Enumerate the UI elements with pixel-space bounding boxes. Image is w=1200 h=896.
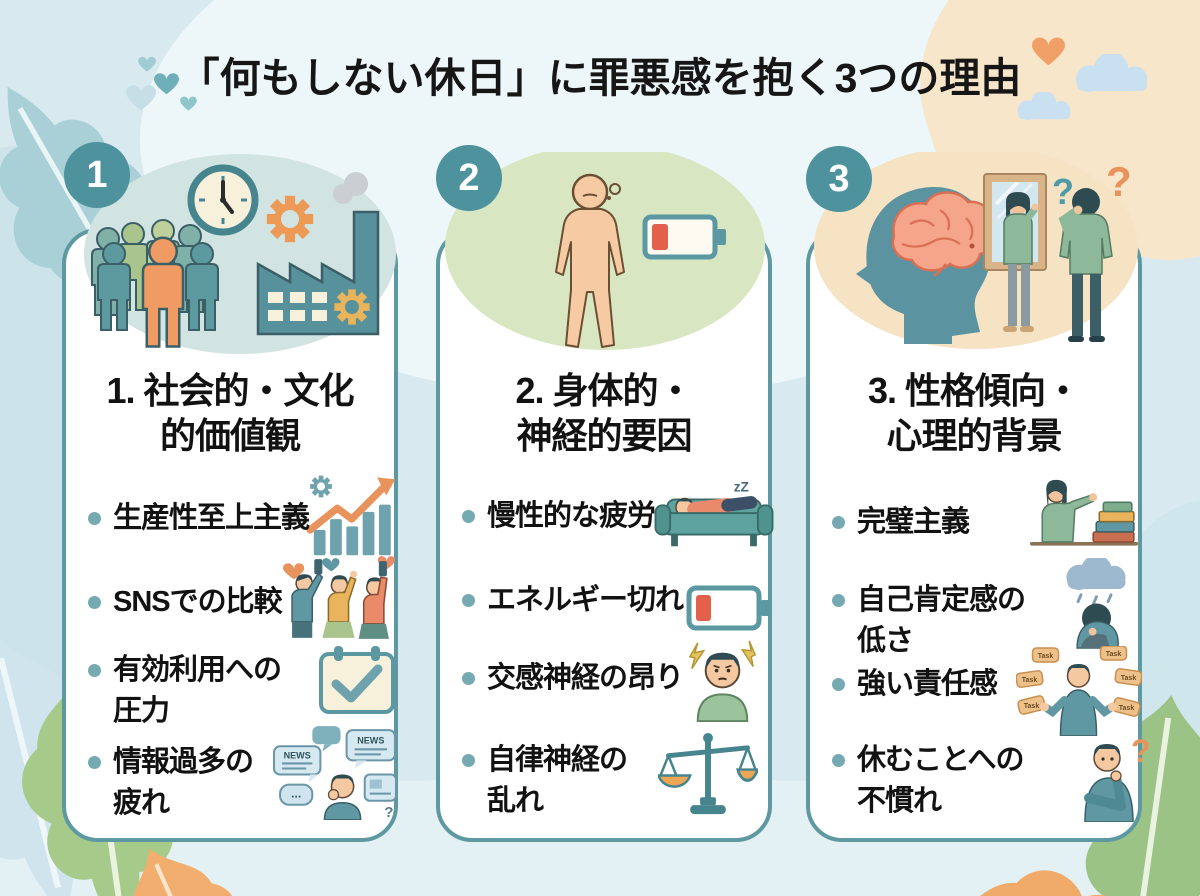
list-item: 慢性的な疲労 bbox=[462, 496, 656, 537]
cloud-icon bbox=[1017, 92, 1071, 120]
list-item: 完璧主義 bbox=[832, 502, 970, 543]
bullet-dot bbox=[462, 510, 475, 523]
bullet-dot bbox=[832, 678, 845, 691]
card-social-cultural-values: 1. 社会的・文化 的価値観 生産性至上主義 SNSでの比較 bbox=[62, 154, 398, 842]
bullet-dot bbox=[832, 754, 845, 767]
task-label: Task bbox=[1022, 677, 1038, 684]
heart-icon bbox=[138, 56, 156, 72]
list-item: 交感神経の昂り bbox=[462, 658, 684, 699]
news-overload-icon: NEWS NEWS ... ? bbox=[273, 726, 397, 820]
perfectionism-books-icon bbox=[1030, 479, 1138, 546]
news-label: NEWS bbox=[284, 750, 311, 760]
tired-body-low-battery-illustration bbox=[445, 152, 765, 350]
question-mark-label: ? bbox=[1106, 158, 1132, 205]
bullet-dot bbox=[462, 754, 475, 767]
balance-scale-icon bbox=[658, 732, 758, 815]
leaf-bottom-center-orange bbox=[128, 848, 245, 896]
list-item: 強い責任感 bbox=[832, 664, 998, 705]
badge-number-1: 1 bbox=[64, 142, 130, 208]
bullet-dot bbox=[88, 664, 101, 677]
bullet-dot bbox=[462, 594, 475, 607]
question-mark-label: ? bbox=[1052, 171, 1074, 212]
list-item: SNSでの比較 bbox=[88, 582, 283, 623]
bullet-dot bbox=[88, 596, 101, 609]
bullet-dot bbox=[832, 516, 845, 529]
news-label: NEWS bbox=[357, 735, 384, 745]
list-item: 生産性至上主義 bbox=[88, 498, 310, 539]
list-item: 有効利用への圧力 bbox=[88, 650, 282, 732]
thinking-question-icon: ? bbox=[1084, 733, 1151, 822]
card-personality-psychological-background: ? ? 3. 性格傾向・ 心理的背景 完璧主義 自己肯定感の低さ bbox=[806, 152, 1151, 842]
heart-icon bbox=[126, 85, 156, 111]
ellipsis-label: ... bbox=[291, 787, 301, 801]
cloud-icon bbox=[1075, 54, 1148, 92]
calendar-check-icon bbox=[319, 646, 395, 714]
list-item: 情報過多の疲れ bbox=[88, 742, 254, 824]
task-bubbles-person-icon: Task Task Task Task Task Task bbox=[1016, 646, 1142, 736]
list-item: 自律神経の乱れ bbox=[462, 740, 628, 822]
sns-comparison-icon bbox=[283, 556, 395, 639]
brain-head-mirror-reflection-illustration: ? ? bbox=[814, 152, 1138, 349]
question-mark-label: ? bbox=[384, 804, 393, 820]
bullet-dot bbox=[88, 756, 101, 769]
zz-label: zZ bbox=[734, 480, 749, 495]
badge-number-2: 2 bbox=[436, 145, 502, 211]
task-label: Task bbox=[1106, 651, 1122, 658]
card-heading: 3. 性格傾向・ 心理的背景 bbox=[867, 370, 1081, 456]
bullet-dot bbox=[88, 512, 101, 525]
low-battery-icon bbox=[686, 585, 770, 631]
task-label: Task bbox=[1038, 653, 1054, 660]
card-physical-neurological-factors: 2. 身体的・ 神経的要因 慢性的な疲労 zZ エネルギー切れ bbox=[436, 152, 774, 842]
heart-icon-orange bbox=[1032, 37, 1065, 66]
task-label: Task bbox=[1121, 675, 1137, 682]
list-item: 自己肯定感の低さ bbox=[832, 580, 1026, 662]
card-heading: 2. 身体的・ 神経的要因 bbox=[515, 370, 693, 456]
list-item: エネルギー切れ bbox=[462, 580, 684, 621]
page-title: 「何もしない休日」に罪悪感を抱く3つの理由 bbox=[178, 55, 1022, 101]
crowd-clock-factory-illustration bbox=[84, 154, 396, 354]
task-label: Task bbox=[1024, 703, 1040, 710]
list-item: 休むことへの不慣れ bbox=[832, 740, 1025, 822]
badge-number-3: 3 bbox=[806, 146, 872, 212]
stressed-person-icon bbox=[688, 640, 757, 722]
question-mark-label: ? bbox=[1131, 733, 1151, 769]
heart-icon bbox=[154, 73, 179, 95]
rain-cloud-person-icon bbox=[1066, 558, 1126, 649]
productivity-growth-chart-icon bbox=[306, 475, 396, 556]
sleeping-on-couch-icon: zZ bbox=[654, 480, 774, 547]
card-heading: 1. 社会的・文化 的価値観 bbox=[106, 370, 354, 456]
bullet-dot bbox=[832, 594, 845, 607]
heart-icon bbox=[180, 96, 197, 111]
bullet-dot bbox=[462, 672, 475, 685]
task-label: Task bbox=[1119, 705, 1135, 712]
